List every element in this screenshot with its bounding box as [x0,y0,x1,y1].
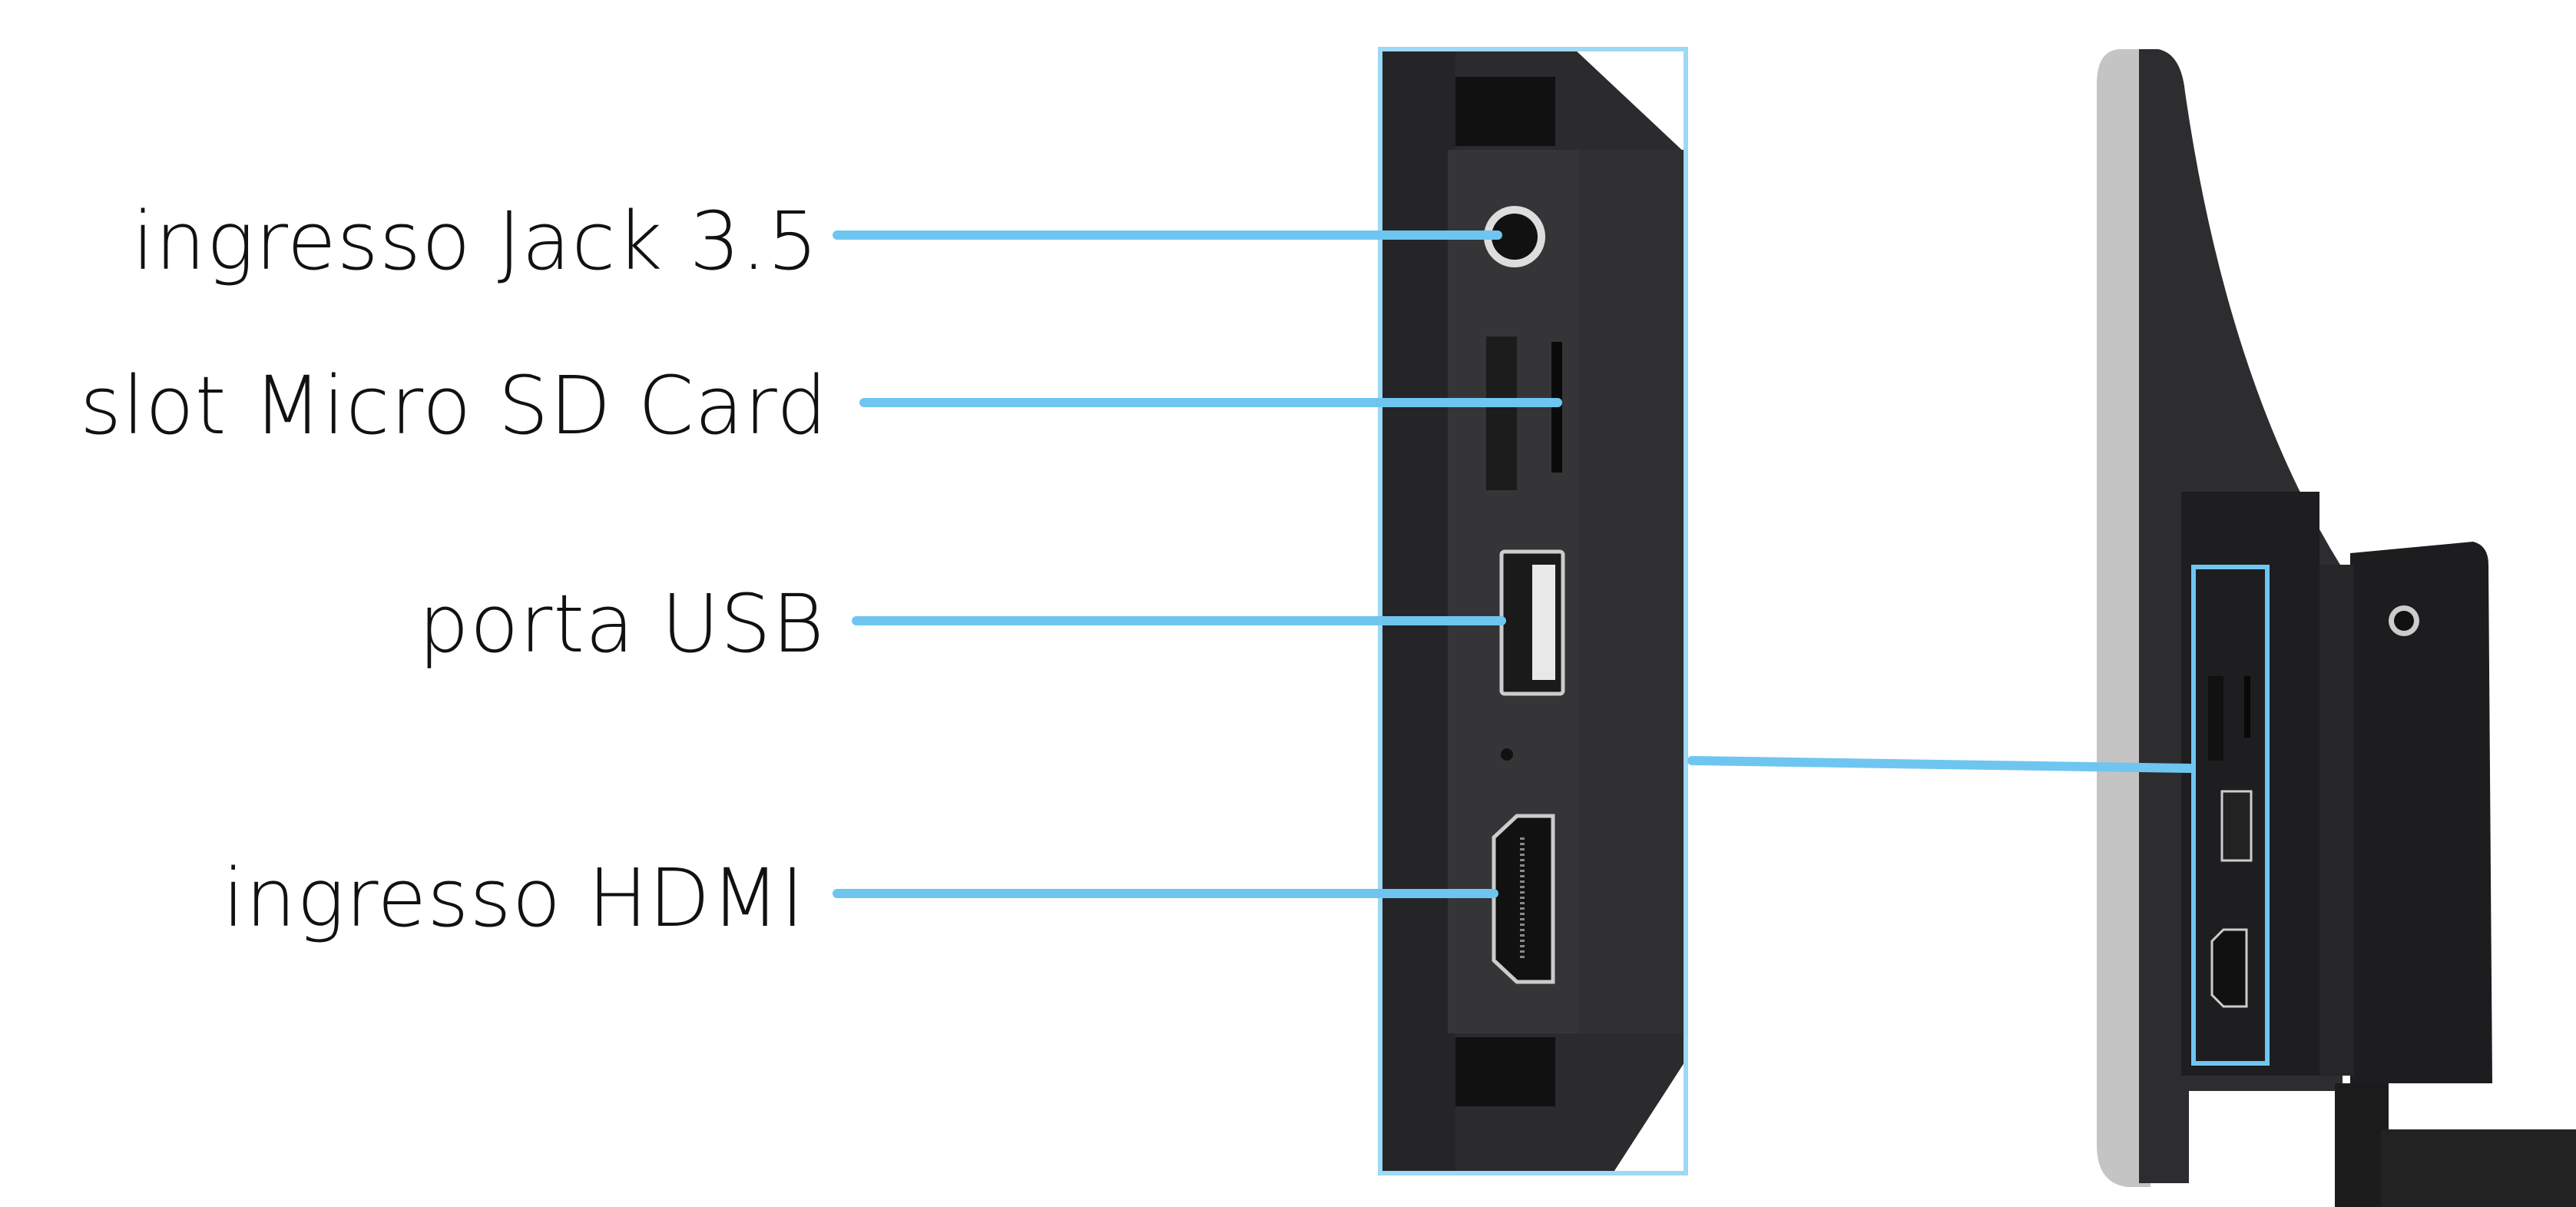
label-hdmi-input: ingresso HDMI [222,851,805,945]
hdmi-port-icon [1492,814,1555,984]
jack-port-icon [1484,206,1545,267]
indicator-hole [1501,748,1513,761]
port-area-highlight [2191,565,2270,1066]
label-micro-sd-slot: slot Micro SD Card [80,359,828,453]
callout-zoom-link [1687,756,2195,773]
usb-port-icon [1499,549,1565,696]
zoomed-port-panel [1378,47,1688,1175]
label-jack-input: ingresso Jack 3.5 [132,194,819,288]
zoom-frame [1378,47,1688,1175]
monitor-side-view [2097,49,2576,1207]
callout-lines [833,230,2195,898]
small-hdmi-icon [2210,928,2248,1008]
label-usb-port: porta USB [418,577,825,671]
small-usb-icon [2220,790,2253,862]
